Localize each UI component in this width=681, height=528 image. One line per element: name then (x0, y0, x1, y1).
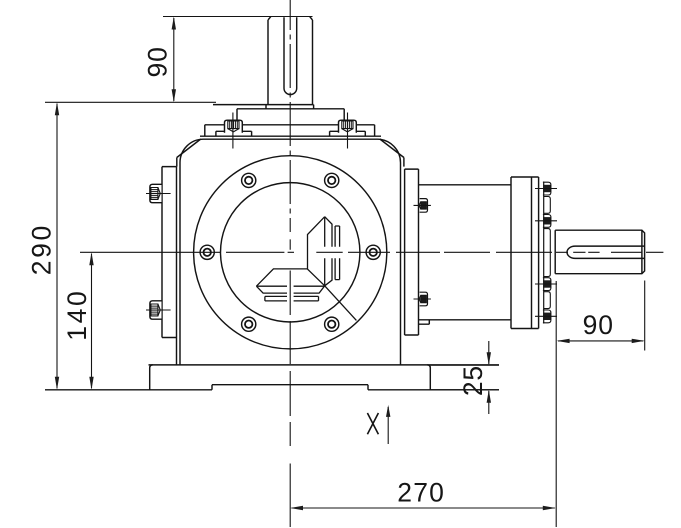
svg-text:290: 290 (27, 223, 57, 275)
svg-text:90: 90 (143, 46, 173, 77)
svg-text:90: 90 (583, 310, 614, 340)
svg-text:140: 140 (62, 289, 92, 341)
svg-text:25: 25 (458, 365, 488, 396)
svg-text:270: 270 (397, 478, 445, 508)
